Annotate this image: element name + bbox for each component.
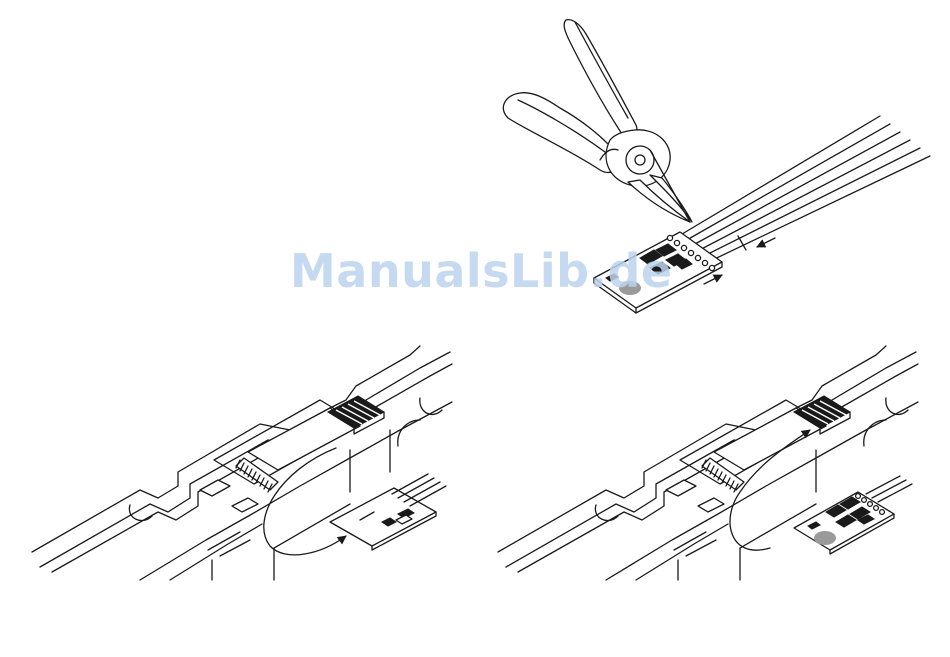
watermark-text: ManualsLib.de bbox=[290, 244, 673, 298]
side-cutter-pliers-icon bbox=[503, 20, 692, 222]
panel-fold-decoder-out bbox=[32, 346, 452, 580]
decoder-wires bbox=[672, 116, 930, 265]
panel-decoder-installed bbox=[498, 346, 918, 580]
decoder-board-icon bbox=[330, 474, 446, 550]
decoder-board-icon bbox=[794, 476, 912, 554]
